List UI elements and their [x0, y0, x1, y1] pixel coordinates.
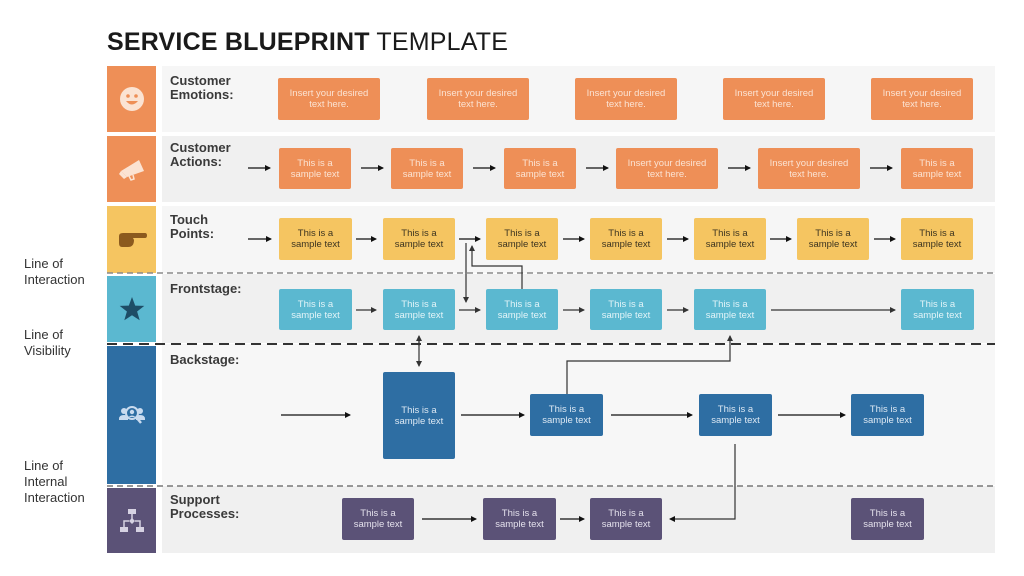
row-title-support: Support Processes:: [170, 493, 239, 521]
row-title-backstage: Backstage:: [170, 353, 239, 367]
label-line: Internal: [24, 474, 68, 489]
row-title-line: Actions:: [170, 154, 222, 169]
label-line: Line of: [24, 327, 64, 342]
label-line: Line of: [24, 458, 64, 473]
row-title-line: Backstage:: [170, 352, 240, 367]
icon-cell-emotions: [107, 66, 156, 132]
row-title-actions: Customer Actions:: [170, 141, 231, 169]
label-line: Line of: [24, 256, 64, 271]
icon-cell-actions: [107, 136, 156, 202]
user-search-icon: [118, 406, 145, 424]
row-title-line: Points:: [170, 226, 215, 241]
row-title-line: Emotions:: [170, 87, 234, 102]
page-title: SERVICE BLUEPRINT TEMPLATE: [107, 28, 508, 57]
row-title-line: Customer: [170, 140, 231, 155]
row-title-line: Support: [170, 492, 220, 507]
label-line: Interaction: [24, 272, 85, 287]
flowchart-icon: [119, 508, 144, 532]
row-title-line: Processes:: [170, 506, 240, 521]
line-of-visibility-label: Line of Visibility: [24, 327, 71, 359]
row-title-line: Touch: [170, 212, 209, 227]
smiley-face-icon: [119, 87, 144, 111]
label-line: Visibility: [24, 343, 71, 358]
row-title-line: Customer: [170, 73, 231, 88]
row-title-touch: Touch Points:: [170, 213, 214, 241]
megaphone-icon: [118, 160, 144, 181]
row-title-line: Frontstage:: [170, 281, 242, 296]
icon-cell-touch: [107, 206, 156, 273]
star-icon: [119, 297, 144, 321]
row-title-frontstage: Frontstage:: [170, 282, 242, 296]
icon-cell-frontstage: [107, 276, 156, 342]
label-line: Interaction: [24, 490, 85, 505]
line-of-internal-interaction-label: Line of Internal Interaction: [24, 458, 85, 506]
pointing-hand-icon: [118, 232, 147, 247]
title-light: TEMPLATE: [376, 28, 509, 56]
icon-cell-support: [107, 488, 156, 553]
title-bold: SERVICE BLUEPRINT: [107, 28, 370, 56]
icon-cell-backstage: [107, 346, 156, 484]
line-of-interaction-label: Line of Interaction: [24, 256, 85, 288]
row-title-emotions: Customer Emotions:: [170, 74, 234, 102]
